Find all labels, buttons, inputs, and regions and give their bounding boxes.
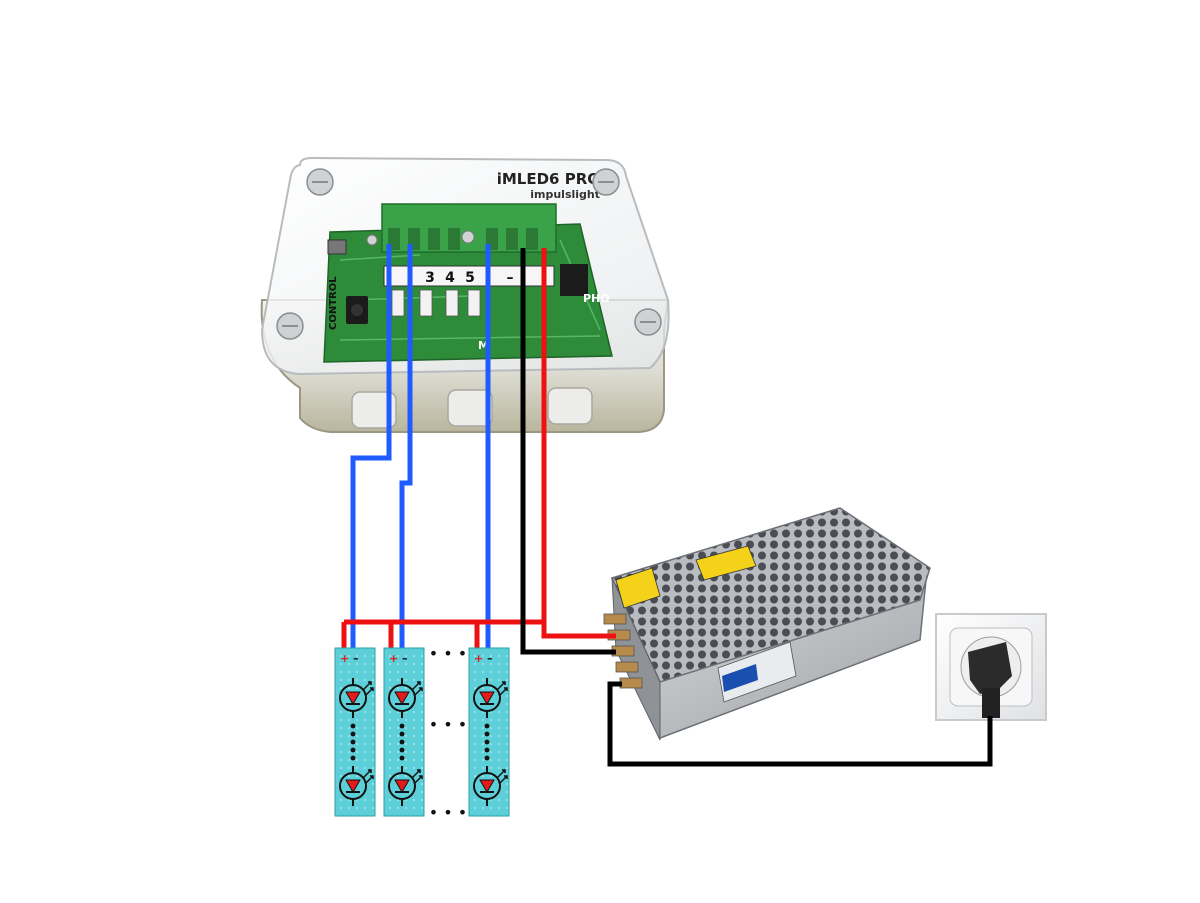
strip-dot <box>350 723 356 729</box>
wire-blue-ch2 <box>399 244 413 648</box>
wire-blue-ch1 <box>350 244 392 648</box>
strip-ellipsis-middle: • • • <box>429 715 467 734</box>
strip-dot <box>484 723 490 729</box>
strip-dot <box>350 739 356 745</box>
led-strips: +–+–+– <box>334 647 510 817</box>
led-strip-2: +– <box>383 647 425 817</box>
strip-dot <box>484 731 490 737</box>
led-diode-icon <box>388 766 423 806</box>
strip-dot <box>399 755 405 761</box>
led-diode-icon <box>473 766 508 806</box>
strip-dot <box>484 739 490 745</box>
wire-red-plus <box>541 248 616 639</box>
led-diode-icon <box>339 766 374 806</box>
strip-plus-label: + <box>340 652 349 665</box>
strip-dot <box>484 755 490 761</box>
strip-dot <box>350 755 356 761</box>
wire-black-minus <box>520 248 616 655</box>
controller-brand-label: impulslight <box>530 188 600 201</box>
strip-minus-label: – <box>402 652 408 665</box>
strip-ellipsis-bottom: • • • <box>429 803 467 822</box>
strip-dot <box>399 747 405 753</box>
strip-dot <box>484 747 490 753</box>
strip-plus-label: + <box>474 652 483 665</box>
wall-socket-icon <box>935 613 1047 721</box>
strip-minus-label: – <box>487 652 493 665</box>
controller-box: 3 4 5 – PHO M CONTROL iMLED6 PRO impulsl… <box>260 156 670 433</box>
controller-model-label: iMLED6 PRO <box>497 170 600 188</box>
led-strip-1: +– <box>334 647 376 817</box>
cable-glands <box>351 387 593 429</box>
strip-ellipsis-top: • • • <box>429 644 467 663</box>
wires <box>341 244 993 767</box>
terminal-number-4: 4 <box>445 270 455 286</box>
strip-plus-label: + <box>389 652 398 665</box>
led-diode-icon <box>339 678 374 718</box>
strip-dot <box>350 747 356 753</box>
board-label-pho: PHO <box>583 292 610 305</box>
led-diode-icon <box>473 678 508 718</box>
strip-dot <box>350 731 356 737</box>
terminal-minus-label: – <box>507 270 514 286</box>
terminal-number-5: 5 <box>465 270 475 286</box>
led-strip-3: +– <box>468 647 510 817</box>
strip-dot <box>399 731 405 737</box>
power-supply-icon <box>603 507 931 741</box>
strip-minus-label: – <box>353 652 359 665</box>
strip-dot <box>399 723 405 729</box>
terminal-number-3: 3 <box>425 270 435 286</box>
board-label-control: CONTROL <box>328 276 339 330</box>
wire-mains <box>607 681 993 767</box>
board-label-m: M <box>478 339 489 352</box>
led-diode-icon <box>388 678 423 718</box>
strip-dot <box>399 739 405 745</box>
